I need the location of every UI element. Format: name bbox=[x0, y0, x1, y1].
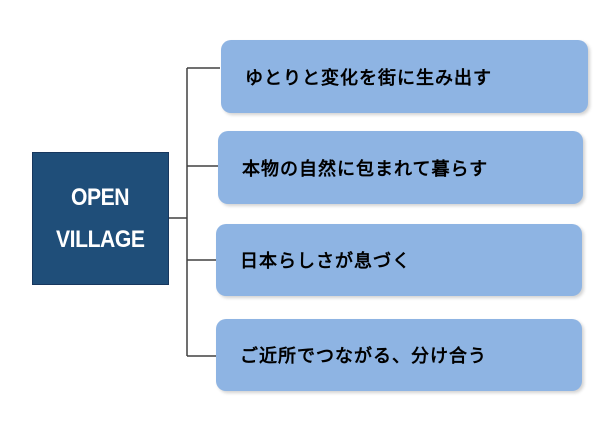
root-node: OPEN VILLAGE bbox=[32, 152, 169, 285]
root-label-line1: OPEN bbox=[71, 183, 130, 211]
branch-label-4: ご近所でつながる、分け合う bbox=[240, 346, 487, 367]
root-label-line2: VILLAGE bbox=[56, 225, 145, 253]
branch-node-3: 日本らしさが息づく bbox=[216, 224, 582, 296]
branch-label-1: ゆとりと変化を街に生み出す bbox=[245, 67, 492, 89]
branch-label-2: 本物の自然に包まれて暮らす bbox=[242, 158, 489, 180]
branch-node-2: 本物の自然に包まれて暮らす bbox=[218, 131, 583, 204]
branch-node-4: ご近所でつながる、分け合う bbox=[216, 319, 582, 391]
branch-label-3: 日本らしさが息づく bbox=[240, 251, 411, 272]
branch-node-1: ゆとりと変化を街に生み出す bbox=[221, 40, 588, 113]
